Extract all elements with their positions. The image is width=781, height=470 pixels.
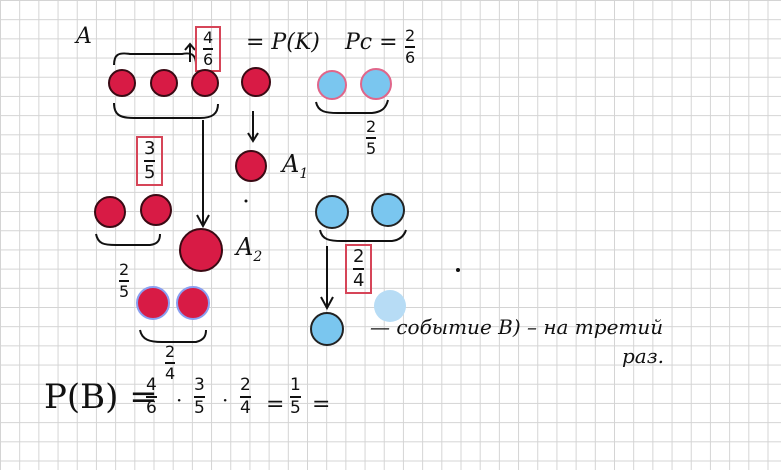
blue-ball: [371, 193, 405, 227]
blue-ball: [315, 195, 349, 229]
label-a: A: [76, 24, 92, 49]
red-ball: [140, 194, 172, 226]
event-text: — событие B) – на третий: [370, 315, 664, 339]
red-ball: [108, 69, 136, 97]
brace-under-bottom-red: [139, 329, 207, 343]
blue-ball-faint: [374, 290, 406, 322]
red-ball: [94, 196, 126, 228]
red-ball: [136, 286, 170, 320]
brace-under-blue-pair: [319, 229, 407, 242]
formula-dot: ·: [222, 388, 229, 412]
blue-ball-bottom: [310, 312, 344, 346]
red-ball: [176, 286, 210, 320]
label-pc: Pc =: [345, 30, 398, 55]
label-a1: A1: [282, 150, 309, 182]
arrow-to-a2: [196, 120, 210, 229]
red-ball-a2: [179, 228, 223, 272]
brace-under-red-row: [113, 102, 219, 119]
stray-dot: [244, 199, 248, 203]
arrow-to-a1: [247, 111, 259, 143]
formula-eq: =: [266, 392, 285, 417]
blue-ball: [360, 68, 392, 100]
stray-dot: [456, 268, 460, 272]
red-ball-a1: [235, 150, 267, 182]
brace-under-blue-top: [315, 99, 389, 114]
formula-lhs: P(B) =: [44, 377, 158, 417]
red-ball: [150, 69, 178, 97]
event-text-line2: раз.: [622, 344, 664, 368]
arrow-to-bottom-blue: [320, 246, 334, 311]
red-ball: [191, 69, 219, 97]
red-ball: [241, 67, 271, 97]
brace-under-red-pair: [95, 233, 161, 246]
blue-ball: [317, 70, 347, 100]
formula-tail: =: [312, 392, 331, 417]
up-arrow: [184, 42, 196, 62]
label-p-k: = P(K): [246, 30, 320, 55]
formula-dot: ·: [176, 388, 183, 412]
brace-top-left: [113, 52, 197, 66]
label-a2: A2: [236, 233, 263, 265]
